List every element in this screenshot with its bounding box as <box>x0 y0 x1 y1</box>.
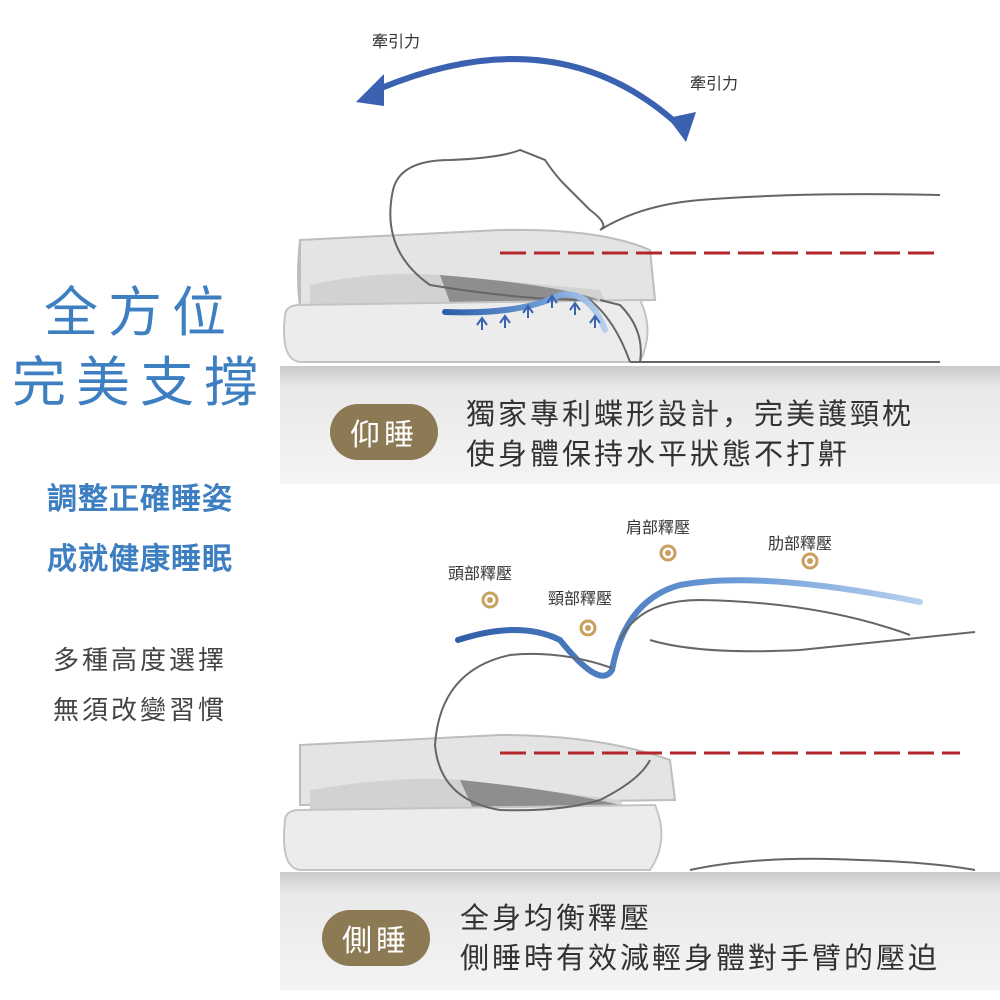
label-shoulder-relief: 肩部釋壓 <box>626 518 691 537</box>
headline-line-2: 完美支撐 <box>12 351 268 414</box>
label-head-relief: 頭部釋壓 <box>448 564 513 583</box>
spine-curve-side <box>455 577 923 679</box>
description-back-line-2: 使身體保持水平狀態不打鼾 <box>466 437 851 471</box>
description-back-sleeping: 獨家專利蝶形設計，完美護頸枕 使身體保持水平狀態不打鼾 <box>466 394 914 474</box>
badge-back-sleeping: 仰睡 <box>330 404 438 460</box>
label-rib-relief: 肋部釋壓 <box>768 534 833 553</box>
support-arrows <box>476 294 601 330</box>
description-side-line-2: 側睡時有效減輕身體對手臂的壓迫 <box>460 941 941 975</box>
traction-arrow-head-left <box>356 74 384 106</box>
spine-curve-back <box>442 291 608 333</box>
headline: 全方位 完美支撐 <box>10 278 270 418</box>
pressure-dots <box>481 544 819 637</box>
description-side-line-1: 全身均衡釋壓 <box>460 901 653 935</box>
feature-notes: 多種高度選擇 無須改變習慣 <box>10 636 270 736</box>
subheadline-line-2: 成就健康睡眠 <box>47 542 233 577</box>
traction-label-left: 牽引力 <box>372 32 421 51</box>
traction-arrow <box>369 56 689 135</box>
pillow-top <box>283 228 657 363</box>
person-silhouette-back <box>389 148 941 363</box>
headline-line-1: 全方位 <box>44 281 236 344</box>
traction-label-right: 牽引力 <box>690 74 739 93</box>
description-back-line-1: 獨家專利蝶形設計，完美護頸枕 <box>466 397 915 431</box>
person-silhouette-side <box>433 652 651 812</box>
subheadline: 調整正確睡姿 成就健康睡眠 <box>10 470 270 590</box>
feature-note-2: 無須改變習慣 <box>52 696 227 726</box>
traction-arrow-head-right <box>668 112 696 142</box>
badge-side-sleeping: 側睡 <box>322 910 430 966</box>
description-side-sleeping: 全身均衡釋壓 側睡時有效減輕身體對手臂的壓迫 <box>460 898 940 978</box>
subheadline-line-1: 調整正確睡姿 <box>47 482 233 517</box>
label-neck-relief: 頸部釋壓 <box>548 589 613 608</box>
feature-note-1: 多種高度選擇 <box>52 646 227 676</box>
pillow-bottom <box>283 733 677 871</box>
